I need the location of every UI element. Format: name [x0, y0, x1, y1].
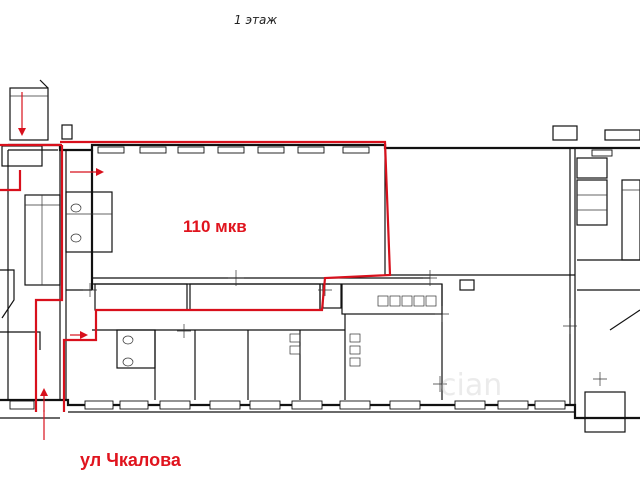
building-walls	[0, 79, 640, 433]
top-windows	[97, 146, 613, 157]
bottom-windows	[9, 400, 566, 410]
entrance-arrows	[18, 92, 104, 440]
watermark-logo: cian	[440, 368, 502, 403]
area-label: 110 мкв	[183, 217, 247, 236]
highlighted-area-outline	[0, 140, 392, 412]
dimension-marks	[83, 270, 607, 392]
street-label: ул Чкалова	[80, 450, 182, 470]
floor-label: 1 этаж	[234, 13, 277, 27]
